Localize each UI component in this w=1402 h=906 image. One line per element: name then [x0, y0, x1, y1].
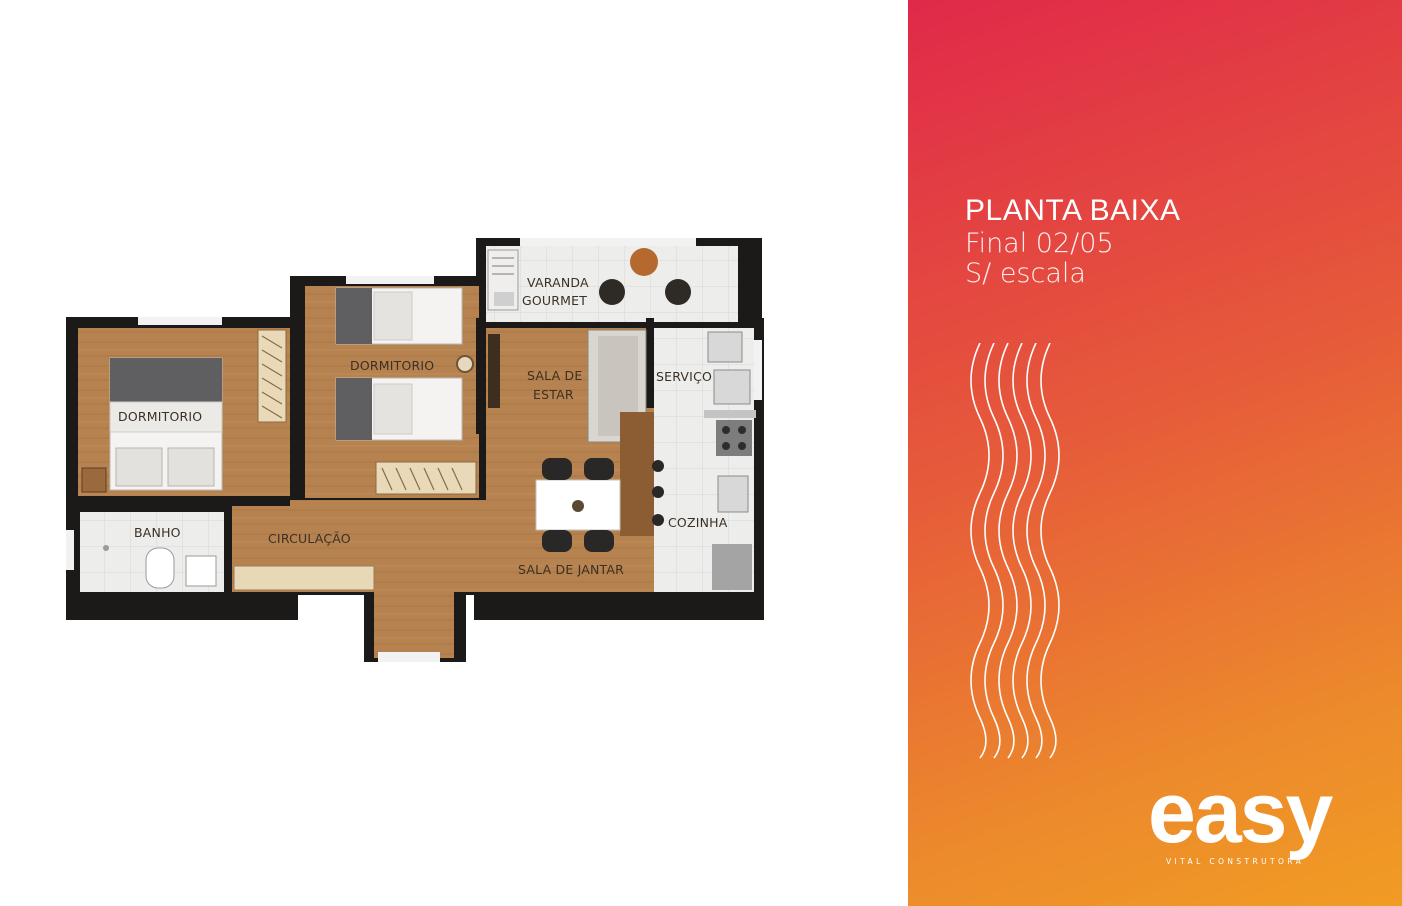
floorplan-area: DORMITORIO DORMITORIO BANHO CIRCULAÇÃO V… — [66, 238, 764, 662]
bed-2b — [335, 377, 463, 441]
dining-set — [535, 458, 664, 552]
panel-title: PLANTA BAIXA — [965, 194, 1181, 227]
wave-lines-decoration — [970, 343, 1060, 759]
sofa — [587, 329, 647, 443]
sideboard — [620, 412, 654, 536]
easy-logo: easy — [1148, 765, 1333, 861]
wardrobe-2 — [375, 461, 477, 495]
nightstand-1 — [81, 467, 107, 493]
label-dormitorio-1: DORMITORIO — [118, 409, 202, 424]
label-servico: SERVIÇO — [656, 369, 712, 384]
label-cozinha: COZINHA — [668, 515, 728, 530]
label-banho: BANHO — [134, 525, 181, 540]
panel-subtitle-final: Final 02/05 — [965, 228, 1114, 259]
label-sala-jantar: SALA DE JANTAR — [518, 562, 624, 577]
label-dormitorio-2: DORMITORIO — [350, 358, 434, 373]
info-panel: PLANTA BAIXA Final 02/05 S/ escala easy … — [908, 0, 1402, 906]
label-sala-estar-2: ESTAR — [533, 387, 574, 402]
windows — [66, 238, 762, 662]
lamp-icon — [456, 355, 474, 373]
interior-walls — [78, 318, 654, 658]
kitchen-fixtures — [704, 331, 756, 590]
bed-2a — [335, 287, 463, 345]
tv-panel — [488, 334, 500, 408]
wardrobe-1 — [257, 329, 287, 423]
floorplan-drawing: DORMITORIO DORMITORIO BANHO CIRCULAÇÃO V… — [66, 238, 764, 662]
label-varanda-1: VARANDA — [527, 275, 589, 290]
label-varanda-2: GOURMET — [522, 293, 587, 308]
label-sala-estar-1: SALA DE — [527, 368, 582, 383]
logo-tagline: VITAL CONSTRUTORA — [1166, 857, 1305, 866]
varanda-furniture — [487, 248, 691, 311]
hall-cabinet — [233, 565, 375, 591]
panel-subtitle-scale: S/ escala — [965, 258, 1086, 289]
bathroom-fixtures — [103, 545, 217, 589]
label-circulacao: CIRCULAÇÃO — [268, 531, 351, 546]
hall-floor — [374, 588, 458, 658]
bed-1 — [109, 357, 223, 491]
